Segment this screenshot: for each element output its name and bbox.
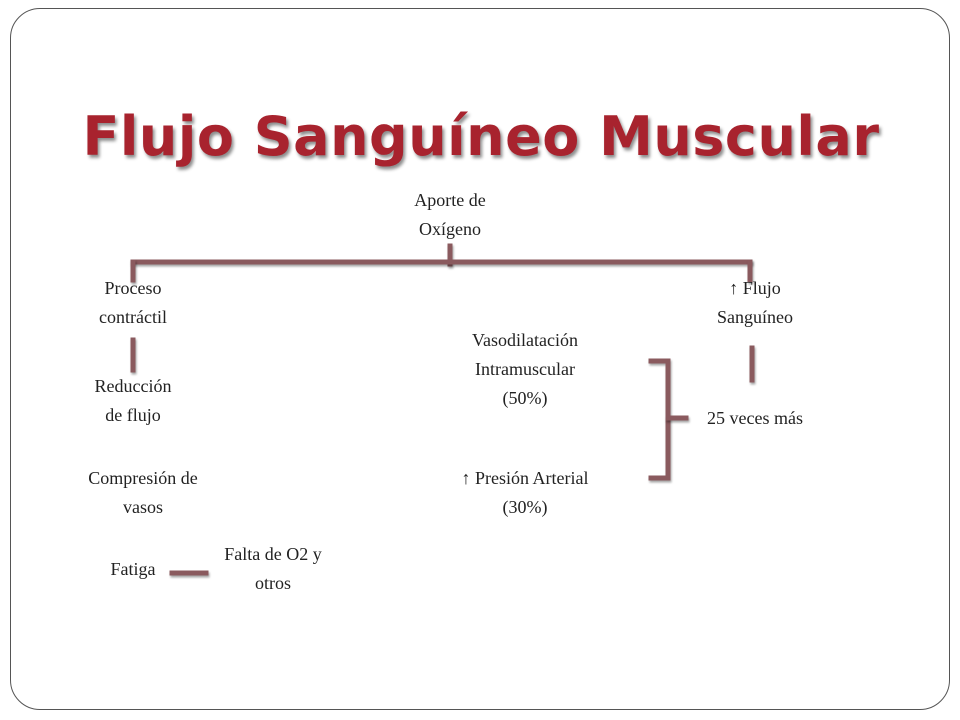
node-flujo-sanguineo: ↑ Flujo Sanguíneo bbox=[717, 278, 793, 327]
node-compresion-vasos: Compresión de vasos bbox=[88, 468, 198, 517]
node-25-veces: 25 veces más bbox=[707, 408, 803, 428]
node-proceso-contractil: Proceso contráctil bbox=[99, 278, 167, 327]
node-fatiga: Fatiga bbox=[110, 559, 156, 579]
node-falta-o2: Falta de O2 y otros bbox=[224, 544, 322, 593]
connector-bracket bbox=[648, 358, 671, 481]
node-reduccion-flujo: Reducción de flujo bbox=[94, 376, 172, 425]
node-vasodilatacion: Vasodilatación Intramuscular (50%) bbox=[472, 330, 578, 408]
slide-title: Flujo Sanguíneo Muscular bbox=[82, 105, 880, 168]
node-presion-arterial: ↑ Presión Arterial (30%) bbox=[461, 468, 589, 517]
node-aporte-oxigeno: Aporte de Oxígeno bbox=[414, 190, 486, 239]
slide-frame: Flujo Sanguíneo Muscular bbox=[10, 8, 950, 710]
